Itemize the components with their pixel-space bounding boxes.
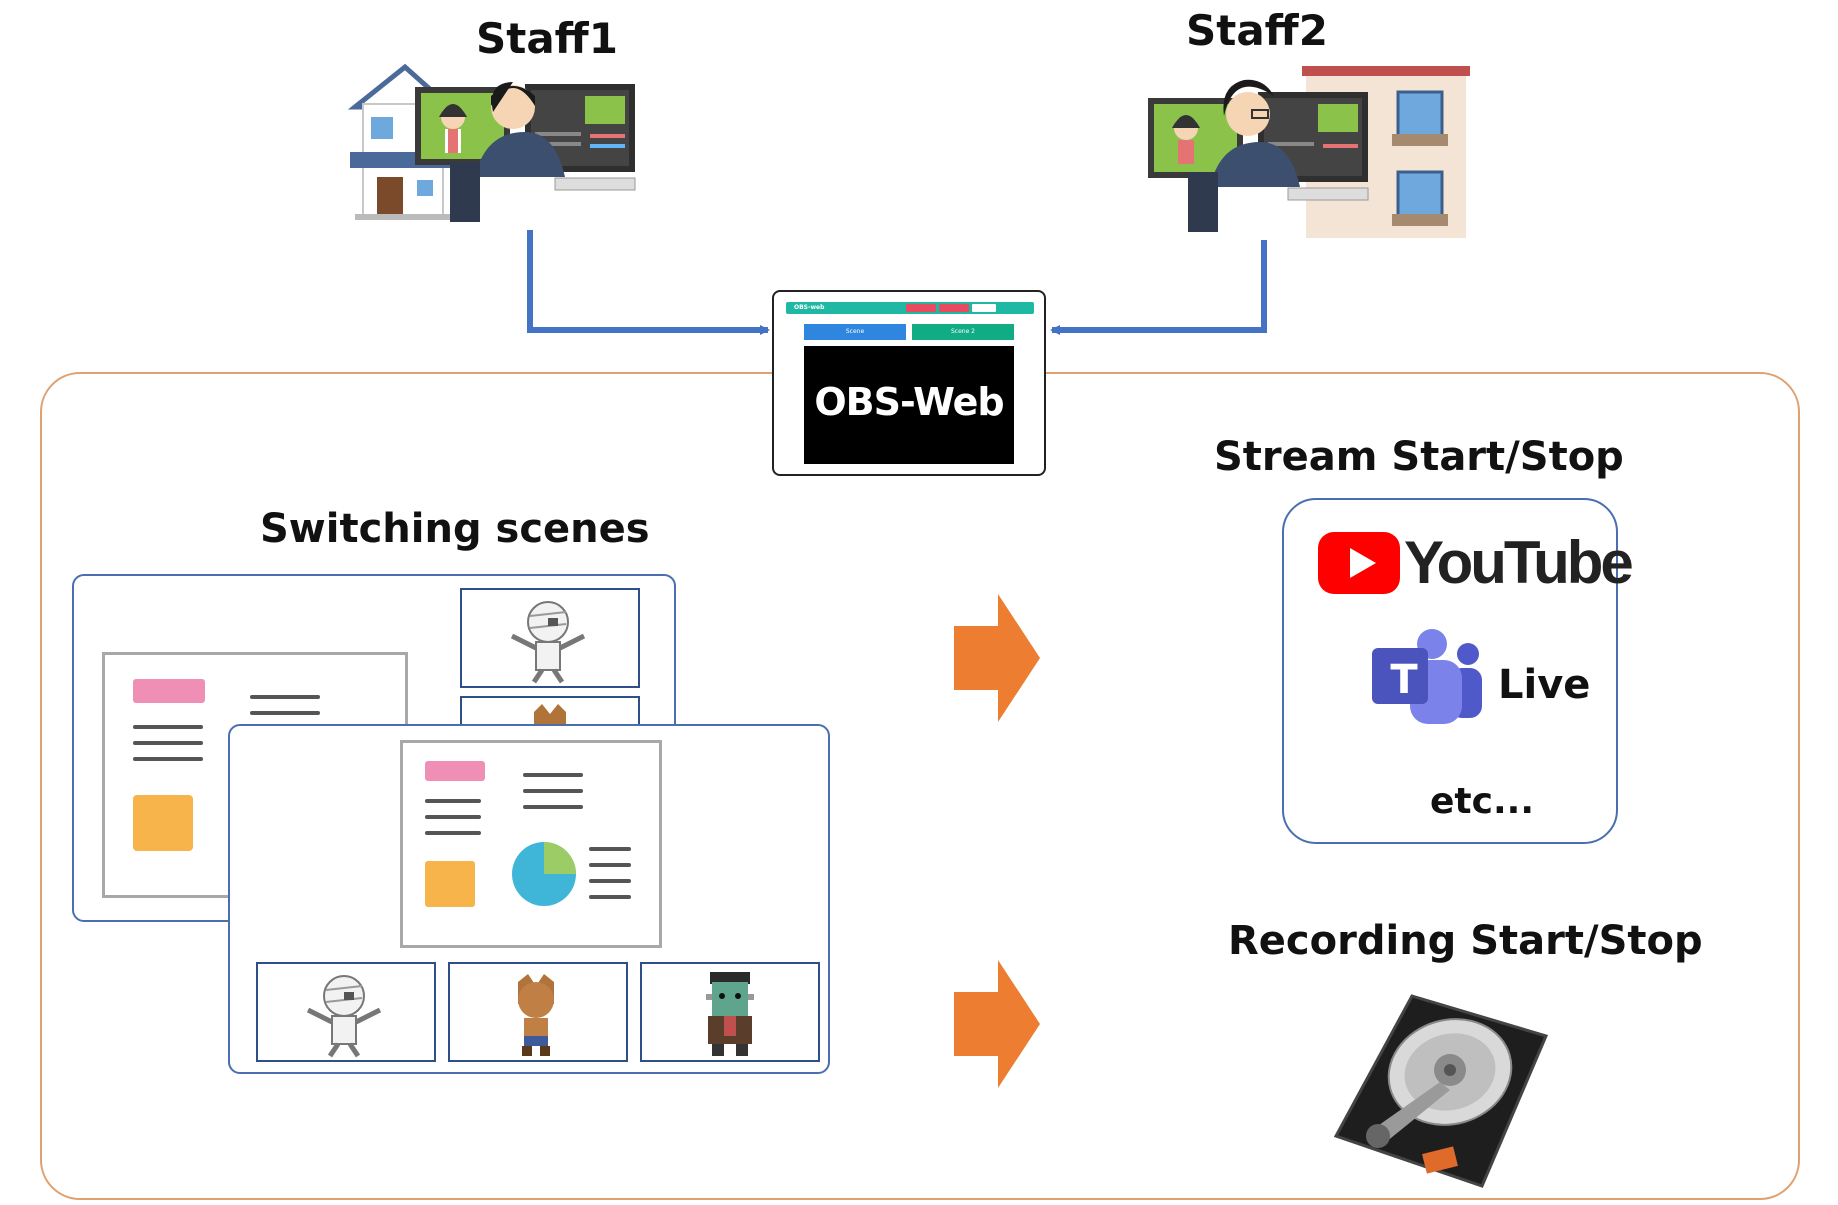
obs-scene2-label: Scene 2 bbox=[950, 328, 976, 335]
arrow-to-recording-icon bbox=[954, 960, 1040, 1088]
switching-scenes-title: Switching scenes bbox=[260, 506, 650, 552]
scene-layout-front bbox=[228, 724, 830, 1074]
front-main-slide bbox=[400, 740, 662, 948]
youtube-label: YouTube bbox=[1404, 529, 1634, 596]
hard-drive-icon bbox=[1333, 994, 1549, 1188]
front-thumb-mummy bbox=[256, 962, 436, 1062]
staff2-apartment-office-illustration bbox=[1148, 66, 1470, 238]
mummy-icon bbox=[510, 601, 586, 684]
stream-title: Stream Start/Stop bbox=[1214, 434, 1624, 480]
front-thumb-werewolf bbox=[448, 962, 628, 1062]
staff2-connector bbox=[1050, 240, 1267, 335]
obs-scene1-label: Scene bbox=[845, 328, 865, 335]
back-thumb-mummy bbox=[460, 588, 640, 688]
mummy-icon bbox=[306, 975, 382, 1058]
recording-title: Recording Start/Stop bbox=[1228, 918, 1703, 964]
back-slide-pink-bar bbox=[133, 679, 205, 703]
front-slide-pink-bar bbox=[425, 761, 485, 781]
obs-toolbar-app-name: OBS-web bbox=[794, 304, 825, 311]
teams-live-label: Live bbox=[1498, 662, 1591, 708]
obs-web-label: OBS-Web bbox=[814, 380, 1004, 424]
youtube-logo-icon bbox=[1318, 532, 1400, 594]
obs-scene2-button[interactable]: Scene 2 bbox=[912, 324, 1014, 340]
werewolf-icon bbox=[534, 704, 566, 728]
obs-toolbar-record-button[interactable] bbox=[939, 304, 969, 312]
back-thumb-werewolf bbox=[460, 696, 640, 728]
obs-scene1-button[interactable]: Scene bbox=[804, 324, 906, 340]
pie-chart-icon bbox=[512, 842, 576, 906]
staff1-home-office-illustration bbox=[347, 63, 636, 222]
staff2-label: Staff2 bbox=[1186, 6, 1328, 55]
back-slide-orange-box bbox=[133, 795, 193, 851]
obs-toolbar-stream-button[interactable] bbox=[906, 304, 936, 312]
staff1-label: Staff1 bbox=[476, 14, 618, 63]
front-slide-orange-box bbox=[425, 861, 475, 907]
front-thumb-frankenstein bbox=[640, 962, 820, 1062]
staff1-connector bbox=[527, 230, 770, 335]
arrow-to-stream-icon bbox=[954, 594, 1040, 722]
teams-logo-icon bbox=[1372, 629, 1482, 724]
teams-letter: T bbox=[1390, 657, 1418, 703]
obs-preview-area: OBS-Web bbox=[804, 346, 1014, 464]
obs-web-window[interactable]: OBS-web Scene Scene 2 OBS-Web bbox=[772, 290, 1046, 476]
frankenstein-icon bbox=[706, 972, 754, 1056]
etc-label: etc... bbox=[1430, 781, 1534, 822]
werewolf-icon bbox=[518, 974, 554, 1056]
obs-toolbar-settings-button[interactable] bbox=[972, 304, 996, 312]
obs-toolbar: OBS-web bbox=[786, 302, 1034, 314]
streaming-services-panel: YouTube T Live etc... bbox=[1282, 498, 1634, 844]
